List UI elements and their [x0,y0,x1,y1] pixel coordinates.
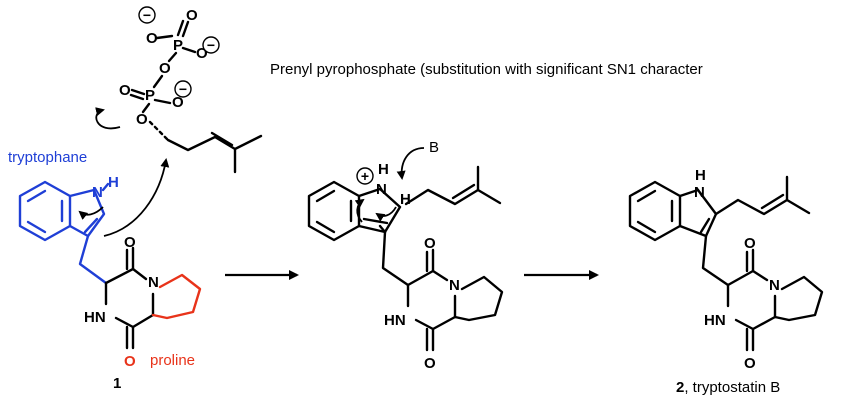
phosphorus-atom: P [145,87,155,104]
nitrogen-hydrogen: H [378,161,389,178]
oxygen-atom: O [186,7,198,24]
carbonyl-oxygen: O [124,353,136,370]
minus-charge-2: − [202,36,220,54]
phosphorus-atom: P [173,37,183,54]
curly-arrow [396,147,425,180]
compound-1-number: 1 [113,375,121,392]
amide-nh: HN [704,312,726,329]
carbonyl-oxygen: O [744,355,756,372]
minus-charge-3: − [174,80,192,98]
carbonyl-oxygen: O [424,235,436,252]
oxygen-atom: O [159,60,171,77]
indole-hydrogen: H [108,174,119,191]
oxygen-atom: O [146,30,158,47]
amide-nh: HN [384,312,406,329]
carbonyl-oxygen: O [124,234,136,251]
svg-text:−: − [207,37,215,53]
indole-nitrogen: N [92,184,103,201]
oxygen-atom: O [136,111,148,128]
oxygen-atom: O [119,82,131,99]
reagent-note: Prenyl pyrophosphate (substitution with … [270,61,703,78]
svg-text:−: − [179,81,187,97]
amide-nitrogen: N [148,274,159,291]
c2-hydrogen: H [400,191,411,208]
pyrophosphate-leaving-group: − O O P O − O O P O − O [119,6,220,142]
proline-label: proline [150,352,195,369]
compound-2-number: 2 [676,379,684,396]
indole-nitrogen: N [694,184,705,201]
minus-charge-1: − [138,6,156,24]
prenyl-chain-top [166,131,263,174]
oxygen-atom: O [172,94,184,111]
carbonyl-oxygen: O [424,355,436,372]
svg-text:−: − [143,7,151,23]
intermediate: N H + H O N O HN [307,161,504,372]
curly-arrow [103,158,170,237]
tryptophane-label: tryptophane [8,149,87,166]
amide-nitrogen: N [449,277,460,294]
compound-1: N H O N O HN [18,174,202,370]
plus-charge: + [356,167,374,185]
compound-2-name: , tryptostatin B [684,379,780,396]
curly-arrow [354,198,365,223]
svg-text:+: + [361,168,369,184]
indolium-nitrogen: N [376,181,387,198]
base-label: B [429,139,439,156]
curly-arrow [375,206,397,222]
amide-nitrogen: N [769,277,780,294]
carbonyl-oxygen: O [744,235,756,252]
curly-arrow [78,206,104,220]
compound-2: N H O N O HN [628,167,824,372]
amide-nh: HN [84,309,106,326]
curly-arrow [95,107,121,130]
compound-2-caption: 2, tryptostatin B [676,379,780,396]
indole-hydrogen: H [695,167,706,184]
